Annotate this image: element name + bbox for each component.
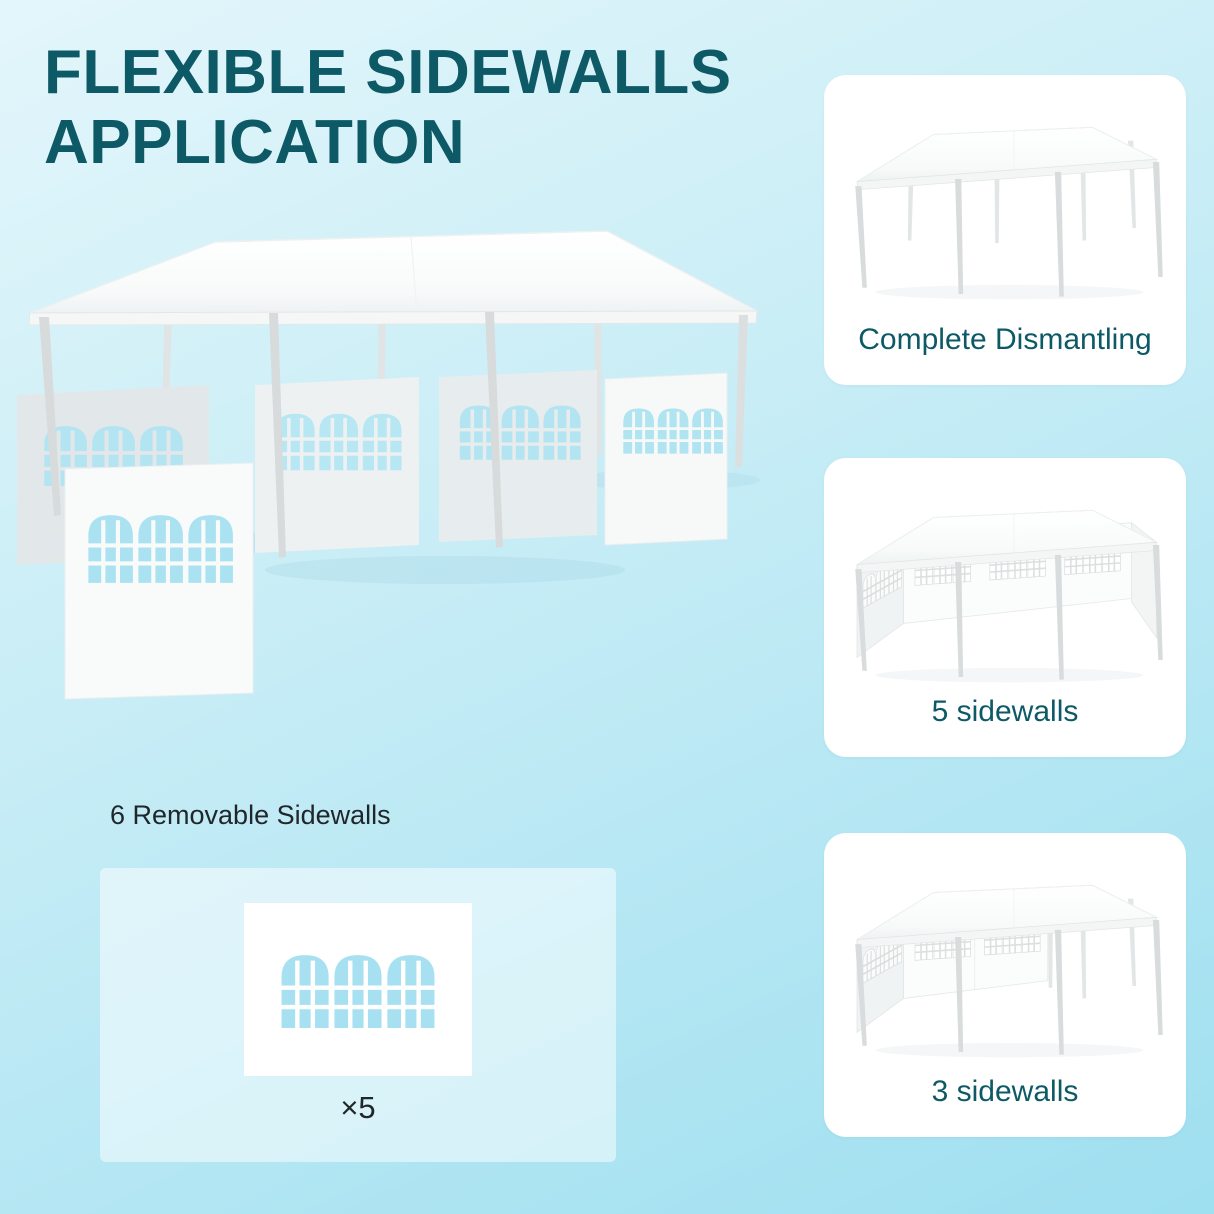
canopy-front-legs xyxy=(855,162,1163,297)
card-complete-dismantling: Complete Dismantling xyxy=(824,75,1186,385)
main-tent-svg xyxy=(17,230,760,700)
page-title: FLEXIBLE SIDEWALLS APPLICATION xyxy=(44,38,732,178)
main-tent-illustration xyxy=(15,225,775,730)
canopy-front-legs xyxy=(855,920,1163,1055)
sidewall-multiplier: ×5 xyxy=(340,1090,376,1125)
card-label: Complete Dismantling xyxy=(858,323,1152,356)
configuration-cards: Complete Dismantling xyxy=(824,75,1186,1138)
sidewalls-caption: 6 Removable Sidewalls xyxy=(110,800,391,830)
canopy-roof xyxy=(28,230,758,326)
sidewall-count-panel: ×5 xyxy=(100,868,616,1162)
title-line-1: FLEXIBLE SIDEWALLS xyxy=(44,38,732,107)
card-label: 3 sidewalls xyxy=(931,1075,1079,1108)
sidewall-window-graphic xyxy=(278,946,438,1032)
canopy-frame-illustration xyxy=(855,126,1163,300)
detached-sidewall-panels-front xyxy=(64,372,728,700)
canopy-front-legs xyxy=(39,312,748,558)
card-5-sidewalls: 5 sidewalls xyxy=(824,458,1186,757)
card-label: 5 sidewalls xyxy=(931,695,1079,728)
canopy-roof xyxy=(856,884,1159,949)
title-line-2: APPLICATION xyxy=(44,108,466,178)
card-3-sidewalls: 3 sidewalls xyxy=(824,833,1186,1137)
canopy-roof xyxy=(856,509,1159,574)
sidewall-swatch-card xyxy=(244,903,472,1076)
canopy-5-sidewalls-illustration xyxy=(855,509,1163,683)
canopy-front-legs xyxy=(855,545,1163,680)
canopy-roof xyxy=(856,126,1159,191)
canopy-3-sidewalls-illustration xyxy=(855,884,1163,1058)
